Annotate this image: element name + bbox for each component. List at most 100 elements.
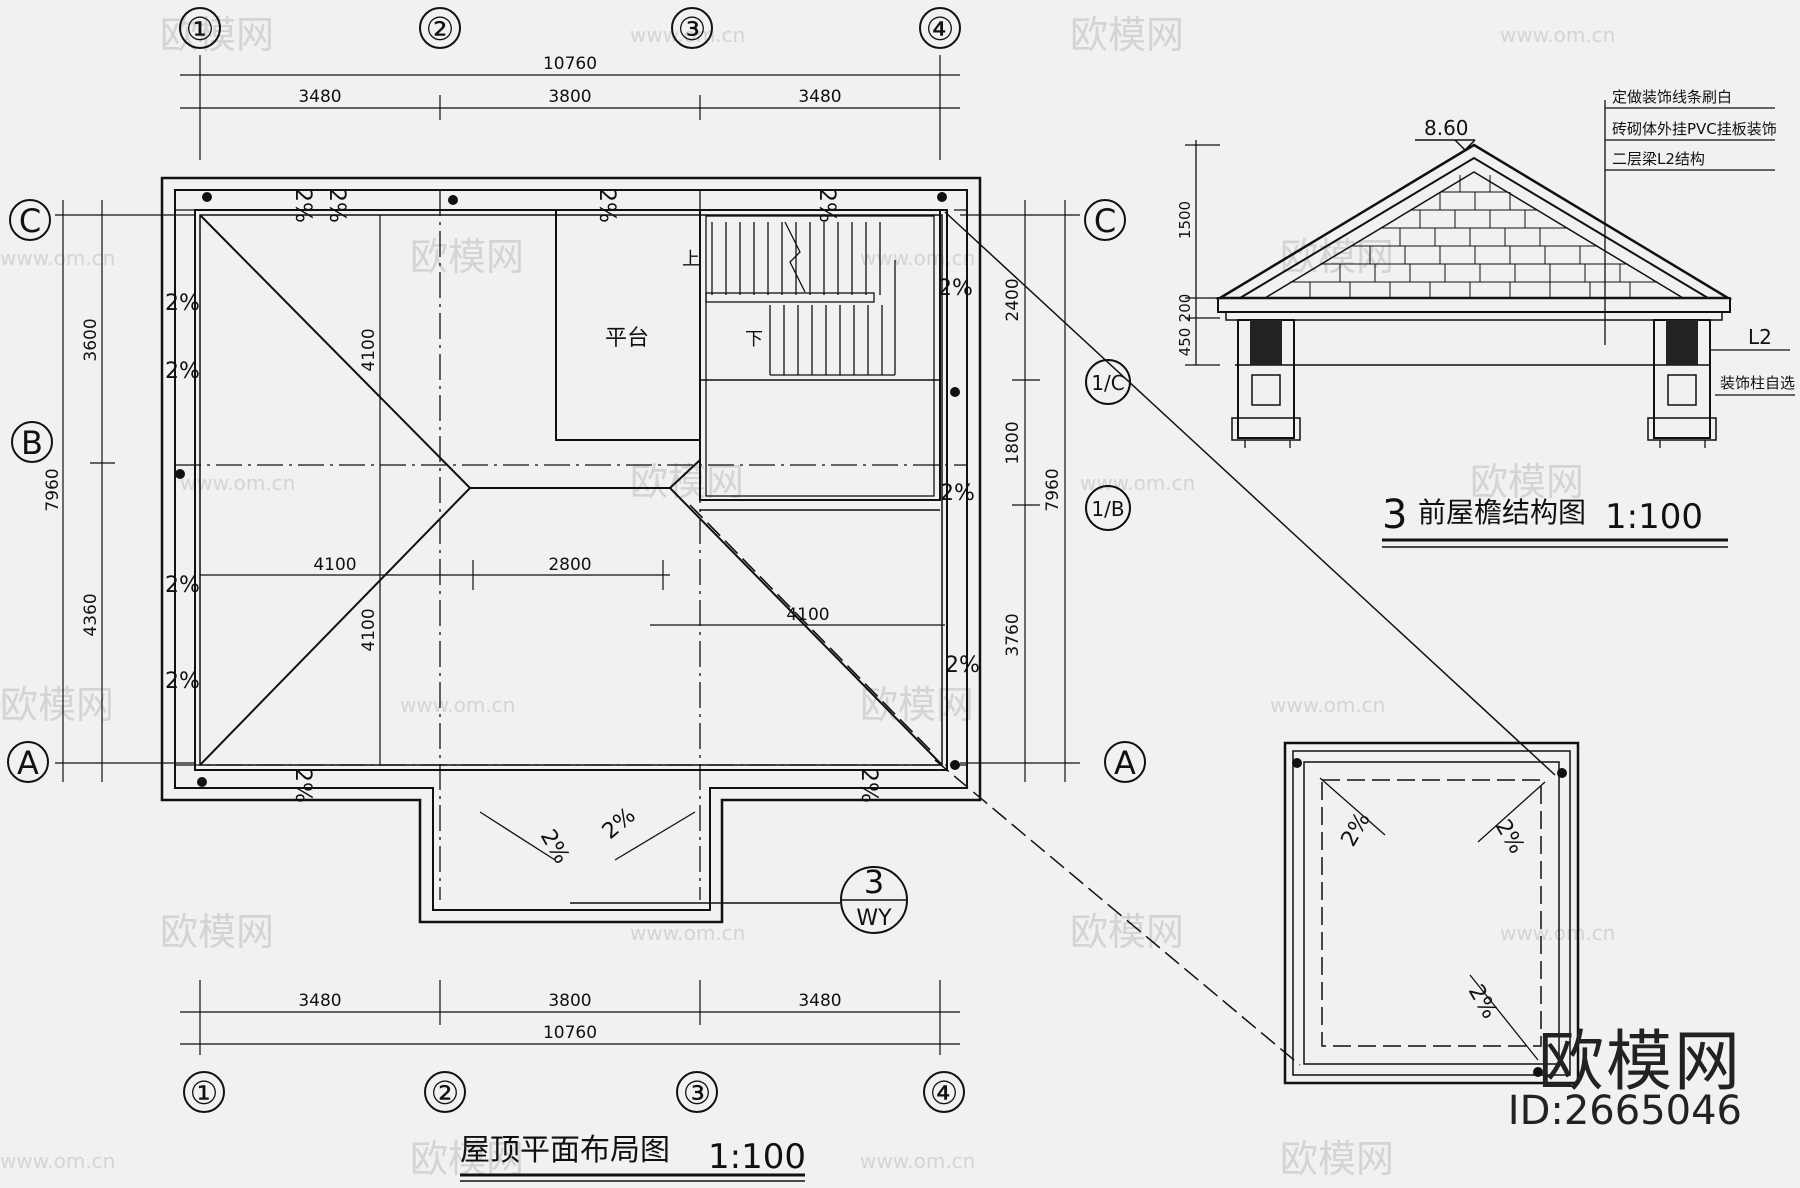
roof-drains xyxy=(175,192,960,787)
grid-label: ④ xyxy=(930,1074,959,1112)
watermark-text: www.om.cn xyxy=(860,1149,975,1173)
eave-line xyxy=(194,209,948,771)
grid-label: 1/C xyxy=(1091,371,1124,395)
column-left xyxy=(1231,319,1301,448)
dims-bottom: 3480 3800 3480 10760 xyxy=(180,980,960,1055)
section-tag-number: 3 xyxy=(864,863,884,901)
watermark-text: 欧模网 xyxy=(1070,13,1184,57)
elevation-label: 8.60 xyxy=(1424,116,1469,140)
dim-label: 4100 xyxy=(359,608,379,651)
roof-plan: ① ② ③ ④ 10760 3480 3800 3480 C B xyxy=(7,7,1556,1182)
inner-dims: 4100 2800 4100 4100 4100 xyxy=(200,215,945,765)
watermark-layer: 欧模网 www.om.cn 欧模网 www.om.cn 欧模网 www.om.c… xyxy=(0,13,1615,1181)
dim-label: 3480 xyxy=(298,87,341,107)
slope-label: 2% xyxy=(594,188,619,223)
detail-slope: 2% xyxy=(1337,808,1376,851)
slope-marks: 2% 2% 2% 2% 2% 2% 2% 2% 2% 2% 2% 2% 2% 2… xyxy=(165,188,980,868)
grid-bubble xyxy=(676,1071,718,1113)
eave-note: 二层梁L2结构 xyxy=(1612,150,1705,168)
watermark-text: 欧模网 xyxy=(1470,460,1584,504)
dims-top: 10760 3480 3800 3480 xyxy=(180,54,960,160)
dim-label: 10760 xyxy=(543,1023,597,1043)
grid-axis-top: ① ② ③ ④ xyxy=(179,7,961,49)
plan-title-text: 屋顶平面布局图 xyxy=(460,1133,670,1168)
brand-id: ID:2665046 xyxy=(1507,1088,1742,1134)
grid-label: B xyxy=(21,424,43,462)
platform-outline xyxy=(555,209,701,441)
slope-label: 2% xyxy=(165,359,200,384)
grid-label: ② xyxy=(431,1074,460,1112)
slope-label: 2% xyxy=(290,188,315,223)
slope-label: 2% xyxy=(814,188,839,223)
section-tag: 3 WY xyxy=(570,863,908,934)
brand-logo-text: 欧模网 xyxy=(1538,1023,1742,1100)
roof-outline xyxy=(160,176,982,924)
slope-label: 2% xyxy=(290,768,315,803)
gutter-line xyxy=(199,214,943,766)
slope-label: 2% xyxy=(324,188,349,223)
eave-title-num: 3 xyxy=(1382,492,1407,538)
dim-label: 3480 xyxy=(798,87,841,107)
dim-label: 2800 xyxy=(548,555,591,575)
grid-label: C xyxy=(1094,202,1116,240)
dim-label: 10760 xyxy=(543,54,597,74)
eave-note: 定做装饰线条刷白 xyxy=(1612,88,1732,106)
watermark-text: www.om.cn xyxy=(1500,23,1615,47)
watermark-text: 欧模网 xyxy=(1280,1137,1394,1181)
slope-label: 2% xyxy=(598,803,641,845)
dim-label: 3480 xyxy=(298,991,341,1011)
watermark-text: 欧模网 xyxy=(0,683,114,727)
grid-label: ③ xyxy=(678,10,707,48)
watermark-text: 欧模网 xyxy=(160,13,274,57)
dim-label: 1500 xyxy=(1176,201,1194,239)
stair-enclosure xyxy=(699,209,941,501)
watermark-text: www.om.cn xyxy=(1080,471,1195,495)
platform-label: 平台 xyxy=(605,326,649,351)
grid-label: 1/B xyxy=(1091,497,1124,521)
grid-axis-left: C B A 7960 3600 4360 xyxy=(7,199,195,783)
column-right xyxy=(1647,319,1717,448)
grid-bubble xyxy=(7,741,49,783)
grid-bubble xyxy=(179,7,221,49)
watermark-text: www.om.cn xyxy=(860,246,975,270)
dim-label: 3760 xyxy=(1003,613,1023,656)
watermark-text: 欧模网 xyxy=(160,910,274,954)
grid-bubble xyxy=(923,1071,965,1113)
dim-label: 4100 xyxy=(359,328,379,371)
grid-label: A xyxy=(1114,744,1136,782)
grid-label: ④ xyxy=(926,10,955,48)
slope-label: 2% xyxy=(945,653,980,678)
grid-bubble xyxy=(183,1071,225,1113)
watermark-text: 欧模网 xyxy=(860,683,974,727)
hip-lines xyxy=(199,214,943,766)
grid-bubble xyxy=(419,7,461,49)
beam-label: L2 xyxy=(1748,325,1772,349)
corner-detail: 2% 2% 2% xyxy=(1283,741,1580,1085)
stair-up-label: 上 xyxy=(682,249,700,270)
stair-down-label: 下 xyxy=(745,329,763,350)
dim-label: 3800 xyxy=(548,991,591,1011)
grid-bubble xyxy=(1084,199,1126,241)
eave-note: 砖砌体外挂PVC挂板装饰 xyxy=(1612,120,1777,138)
grid-bubble xyxy=(919,7,961,49)
watermark-text: www.om.cn xyxy=(1500,921,1615,945)
plan-title-scale: 1:100 xyxy=(708,1137,806,1177)
brick-pattern xyxy=(1290,175,1658,298)
detail-slope: 2% xyxy=(1463,981,1502,1024)
grid-bubble xyxy=(424,1071,466,1113)
slope-label: 2% xyxy=(165,669,200,694)
detail-leader xyxy=(934,759,1301,1066)
slope-label: 2% xyxy=(165,291,200,316)
roof-outline-inner xyxy=(174,189,968,911)
slope-label: 2% xyxy=(940,481,975,506)
grid-bubble xyxy=(671,7,713,49)
dim-label: 1800 xyxy=(1003,421,1023,464)
section-tag-ref: WY xyxy=(856,906,892,931)
watermark-text: www.om.cn xyxy=(630,921,745,945)
dim-label: 4100 xyxy=(313,555,356,575)
watermark-text: www.om.cn xyxy=(0,246,115,270)
dim-label: 3800 xyxy=(548,87,591,107)
plan-title: 屋顶平面布局图 1:100 xyxy=(460,1133,806,1182)
stair-treads xyxy=(705,221,896,376)
